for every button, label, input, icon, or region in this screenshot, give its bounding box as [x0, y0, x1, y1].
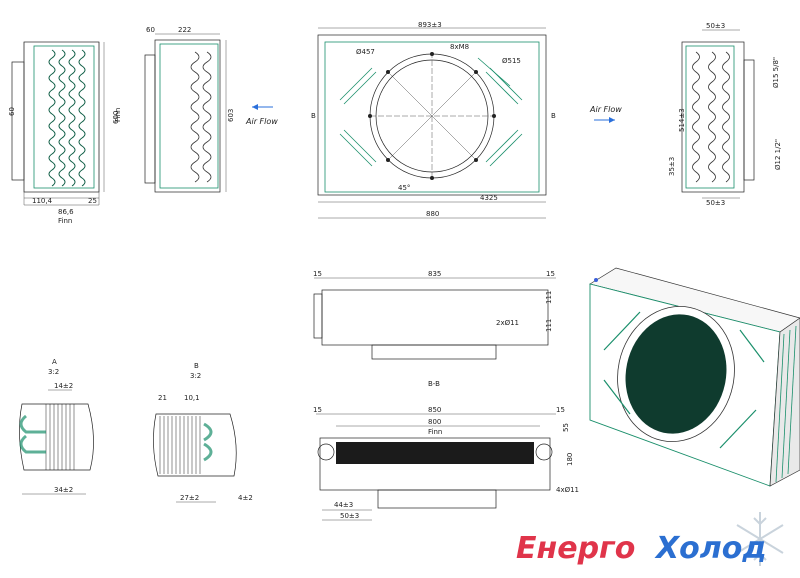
arrow-right-icon [609, 117, 615, 123]
logo: Енерго Холод [516, 512, 784, 566]
detail-title: A [52, 358, 57, 366]
dim-55: 55 [562, 423, 570, 432]
side-view-left: 60 600 Finn 110,4 86,6 25 Finn [8, 41, 122, 225]
dim-880: 880 [426, 210, 439, 218]
dim-4325: 4325 [480, 194, 498, 202]
section-title: B-B [428, 380, 440, 388]
dim-222: 222 [178, 26, 191, 34]
dim-60: 60 [146, 26, 155, 34]
pipe-dia-2: Ø12 1/2" [774, 139, 782, 170]
dim-60: 60 [8, 107, 16, 116]
detail-scale: 3:2 [48, 368, 59, 376]
detail-b: B 3:2 21 10,1 27±2 4±2 [153, 362, 253, 503]
dim-800: 800 [428, 418, 441, 426]
logo-part1: Енерго [516, 531, 635, 566]
struts [339, 57, 523, 167]
coil-pattern [48, 49, 86, 187]
dim-14: 14±2 [54, 382, 73, 390]
airflow-right: Air Flow [589, 105, 622, 123]
dim-15: 15 [313, 270, 322, 278]
dim-34: 34±2 [54, 486, 73, 494]
dim-603: 603 [227, 109, 235, 122]
dim-50: 50±3 [340, 512, 359, 520]
pipe-cap-icon [594, 278, 598, 282]
dim-893: 893±3 [418, 21, 442, 29]
dim-44: 44±3 [334, 501, 353, 509]
dim-finn: Finn [114, 108, 122, 122]
detail-scale: 3:2 [190, 372, 201, 380]
logo-part2: Холод [654, 531, 767, 566]
section-b-left: B [311, 112, 316, 120]
detail-title: B [194, 362, 199, 370]
dim-86: 86,6 [58, 208, 74, 216]
dim-835: 835 [428, 270, 441, 278]
top-view: 15 835 15 111 111 2xØ11 [313, 270, 556, 360]
fin-lines [45, 404, 75, 470]
dim-finn: Finn [428, 428, 442, 436]
dim-180: 180 [566, 453, 574, 466]
holes-2x11: 2xØ11 [496, 319, 519, 327]
coil-tubes [692, 51, 730, 183]
fin-lines [159, 416, 201, 474]
holes-8xm8: 8xM8 [450, 43, 469, 51]
section-b-right: B [551, 112, 556, 120]
dim-50-bottom: 50±3 [706, 199, 725, 207]
dim-4: 4±2 [238, 494, 253, 502]
dim-514: 514±3 [678, 108, 686, 132]
dim-21: 21 [158, 394, 167, 402]
dim-850: 850 [428, 406, 441, 414]
dim-10-1: 10,1 [184, 394, 200, 402]
arrow-left-icon [252, 104, 258, 110]
detail-a: A 3:2 14±2 34±2 [19, 358, 94, 495]
front-view: 893±3 Ø457 Ø515 8xM8 B B 45° 4325 880 [311, 21, 556, 219]
struts [603, 311, 765, 449]
dim-finn-bottom: Finn [58, 217, 72, 225]
snowflake-icon [736, 512, 784, 566]
dim-15-r: 15 [556, 406, 565, 414]
fan-grille [625, 314, 727, 434]
dim-15-r: 15 [546, 270, 555, 278]
coil-tubes [190, 51, 212, 183]
dim-15: 15 [313, 406, 322, 414]
mounting-holes [368, 52, 496, 180]
dia-515: Ø515 [502, 57, 521, 65]
dim-111b: 111 [545, 319, 553, 332]
angle-45: 45° [398, 184, 410, 192]
side-coil [775, 325, 797, 483]
airflow-label: Air Flow [589, 105, 622, 114]
dia-457: Ø457 [356, 48, 375, 56]
dim-600: 600 [112, 111, 120, 124]
dim-50-top: 50±3 [706, 22, 725, 30]
right-view: 50±3 514±3 35±3 50±3 Ø15 5/8" Ø12 1/2" [668, 22, 782, 207]
dim-110: 110,4 [32, 197, 53, 205]
section-bb: B-B 15 850 15 800 Finn 44±3 50±3 4xØ11 1… [313, 380, 579, 521]
dim-25: 25 [88, 197, 97, 205]
side-view-2: 60 222 603 [144, 26, 235, 193]
dim-111: 111 [545, 291, 553, 304]
dim-35: 35±3 [668, 157, 676, 176]
pipe-dia-1: Ø15 5/8" [772, 57, 780, 88]
coil-fins [336, 442, 534, 464]
airflow-left: Air Flow [245, 104, 278, 126]
airflow-label: Air Flow [245, 117, 278, 126]
dim-27: 27±2 [180, 494, 199, 502]
isometric-view [589, 267, 800, 487]
holes-4x11: 4xØ11 [556, 486, 579, 494]
